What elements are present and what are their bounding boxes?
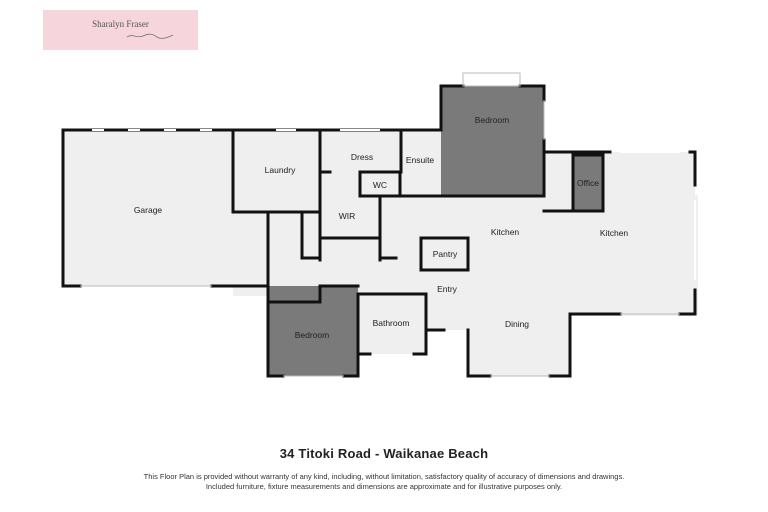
brand-logo: Sharalyn Fraser: [43, 10, 198, 50]
disclaimer-line-2: Included furniture, fixture measurements…: [205, 482, 563, 491]
logo-name: Sharalyn Fraser: [92, 19, 149, 29]
bedroom-top-fill: [441, 86, 544, 196]
logo-signature-mark: [126, 33, 174, 39]
room-label-ensuite: Ensuite: [406, 155, 435, 165]
room-label-pantry: Pantry: [433, 249, 458, 259]
room-label-dress: Dress: [351, 152, 373, 162]
walls: [61, 84, 697, 378]
window-frames: [80, 72, 680, 377]
disclaimer-line-1: This Floor Plan is provided without warr…: [143, 472, 625, 481]
room-label-kitchen-center: Kitchen: [491, 227, 520, 237]
floor-plan: Garage Laundry Dress Ensuite WC WIR Bedr…: [61, 72, 698, 378]
room-label-office: Office: [577, 178, 599, 188]
room-label-dining: Dining: [505, 319, 529, 329]
room-label-wir: WIR: [339, 211, 356, 221]
room-label-bedroom-bottom: Bedroom: [295, 330, 330, 340]
property-title: 34 Titoki Road - Waikanae Beach: [279, 446, 489, 461]
windows: [92, 129, 696, 280]
room-label-kitchen-right: Kitchen: [600, 228, 629, 238]
office-fill: [573, 155, 603, 211]
room-label-entry: Entry: [437, 284, 458, 294]
room-label-laundry: Laundry: [265, 165, 296, 175]
room-label-wc: WC: [373, 180, 387, 190]
room-label-bedroom-top: Bedroom: [475, 115, 510, 125]
room-label-bathroom: Bathroom: [373, 318, 410, 328]
room-label-garage: Garage: [134, 205, 163, 215]
